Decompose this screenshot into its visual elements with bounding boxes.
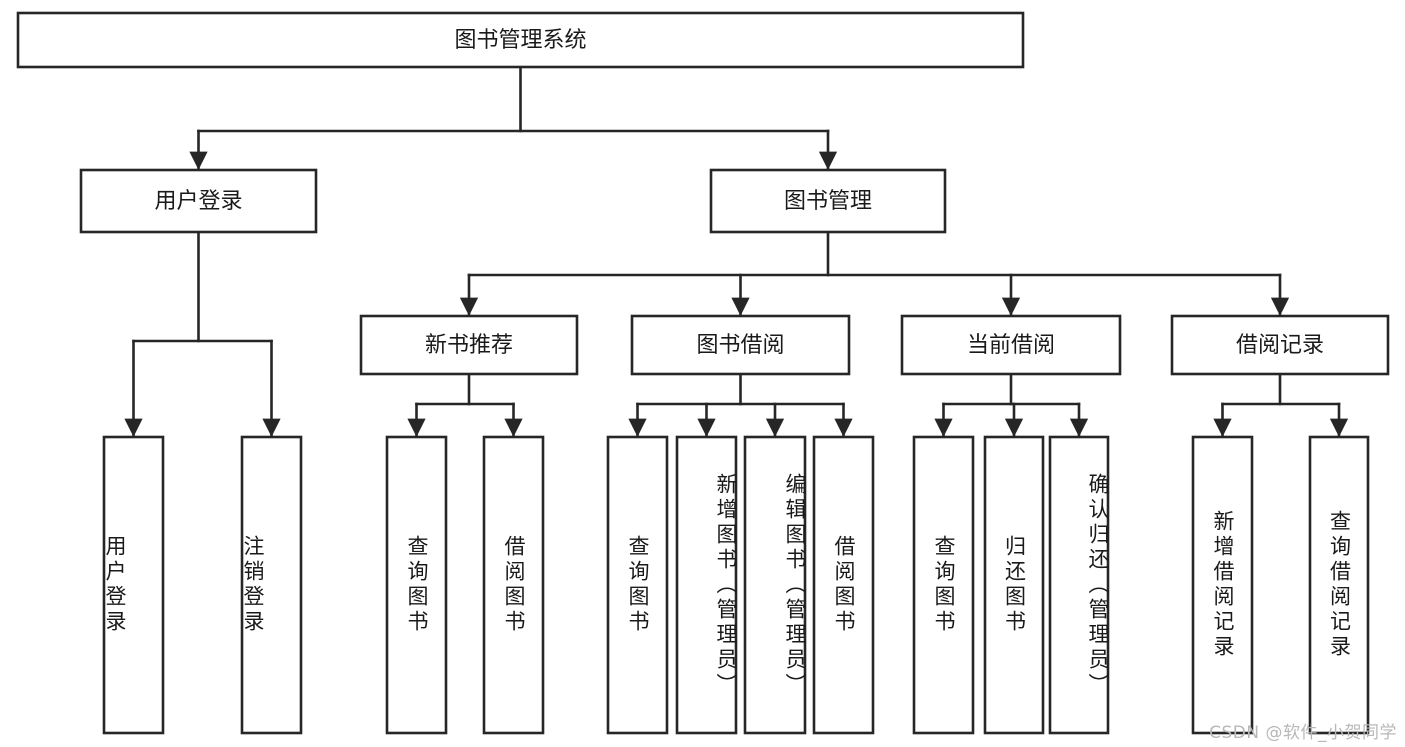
node-box-root[interactable] [16,11,1025,69]
node-box-leaf-query-book-borrow[interactable] [606,435,669,735]
node-box-book-management[interactable] [709,168,947,234]
node-box-leaf-edit-book[interactable] [743,435,807,735]
node-label-user-login: 用户登录 [154,189,242,214]
node-box-leaf-user-login[interactable] [102,435,165,735]
boxes-layer [16,11,1390,735]
node-label-book-management: 图书管理 [784,189,872,214]
node-box-borrow-records[interactable] [1170,314,1390,376]
node-box-new-book-recommend[interactable] [359,314,579,376]
node-label-current-borrow: 当前借阅 [967,333,1055,358]
node-box-leaf-query-record[interactable] [1308,435,1370,735]
node-label-root: 图书管理系统 [454,28,586,53]
node-box-leaf-query-book-current[interactable] [912,435,975,735]
csdn-watermark: CSDN @软件_小贺同学 [1209,723,1397,743]
node-box-leaf-query-book-rec[interactable] [385,435,448,735]
node-label-book-borrow: 图书借阅 [696,333,784,358]
node-box-user-login[interactable] [79,168,318,234]
node-box-leaf-confirm-return[interactable] [1048,435,1110,735]
node-box-leaf-add-book[interactable] [675,435,738,735]
node-box-leaf-return-book[interactable] [983,435,1045,735]
node-box-leaf-borrow-book-rec[interactable] [482,435,545,735]
node-box-current-borrow[interactable] [900,314,1122,376]
node-label-borrow-records: 借阅记录 [1236,333,1324,358]
edges-layer [124,65,1349,437]
node-label-new-book-recommend: 新书推荐 [425,333,513,358]
node-box-leaf-logout[interactable] [240,435,303,735]
node-box-leaf-borrow-book[interactable] [812,435,875,735]
node-box-leaf-add-record[interactable] [1191,435,1254,735]
node-box-book-borrow[interactable] [630,314,851,376]
